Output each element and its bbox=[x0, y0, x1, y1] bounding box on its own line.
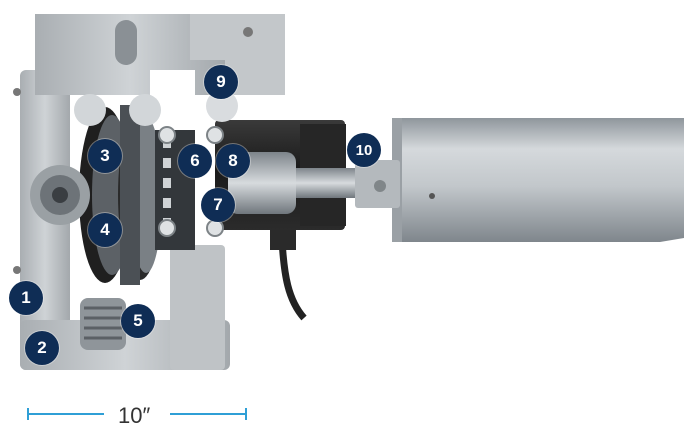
callout-9: 9 bbox=[204, 65, 238, 99]
callout-8: 8 bbox=[216, 144, 250, 178]
callout-4: 4 bbox=[88, 213, 122, 247]
spring-drum bbox=[80, 298, 126, 350]
scale-bar bbox=[27, 408, 247, 420]
tube bbox=[398, 118, 684, 242]
callout-5: 5 bbox=[121, 304, 155, 338]
callout-1: 1 bbox=[9, 281, 43, 315]
cable bbox=[278, 239, 307, 321]
scale-label: 10″ bbox=[118, 403, 151, 428]
top-bracket-right bbox=[190, 14, 285, 95]
callout-6: 6 bbox=[178, 144, 212, 178]
callout-7: 7 bbox=[201, 188, 235, 222]
callout-2: 2 bbox=[25, 331, 59, 365]
callout-3: 3 bbox=[88, 139, 122, 173]
cable-gland bbox=[270, 228, 296, 250]
callout-10: 10 bbox=[347, 133, 381, 167]
